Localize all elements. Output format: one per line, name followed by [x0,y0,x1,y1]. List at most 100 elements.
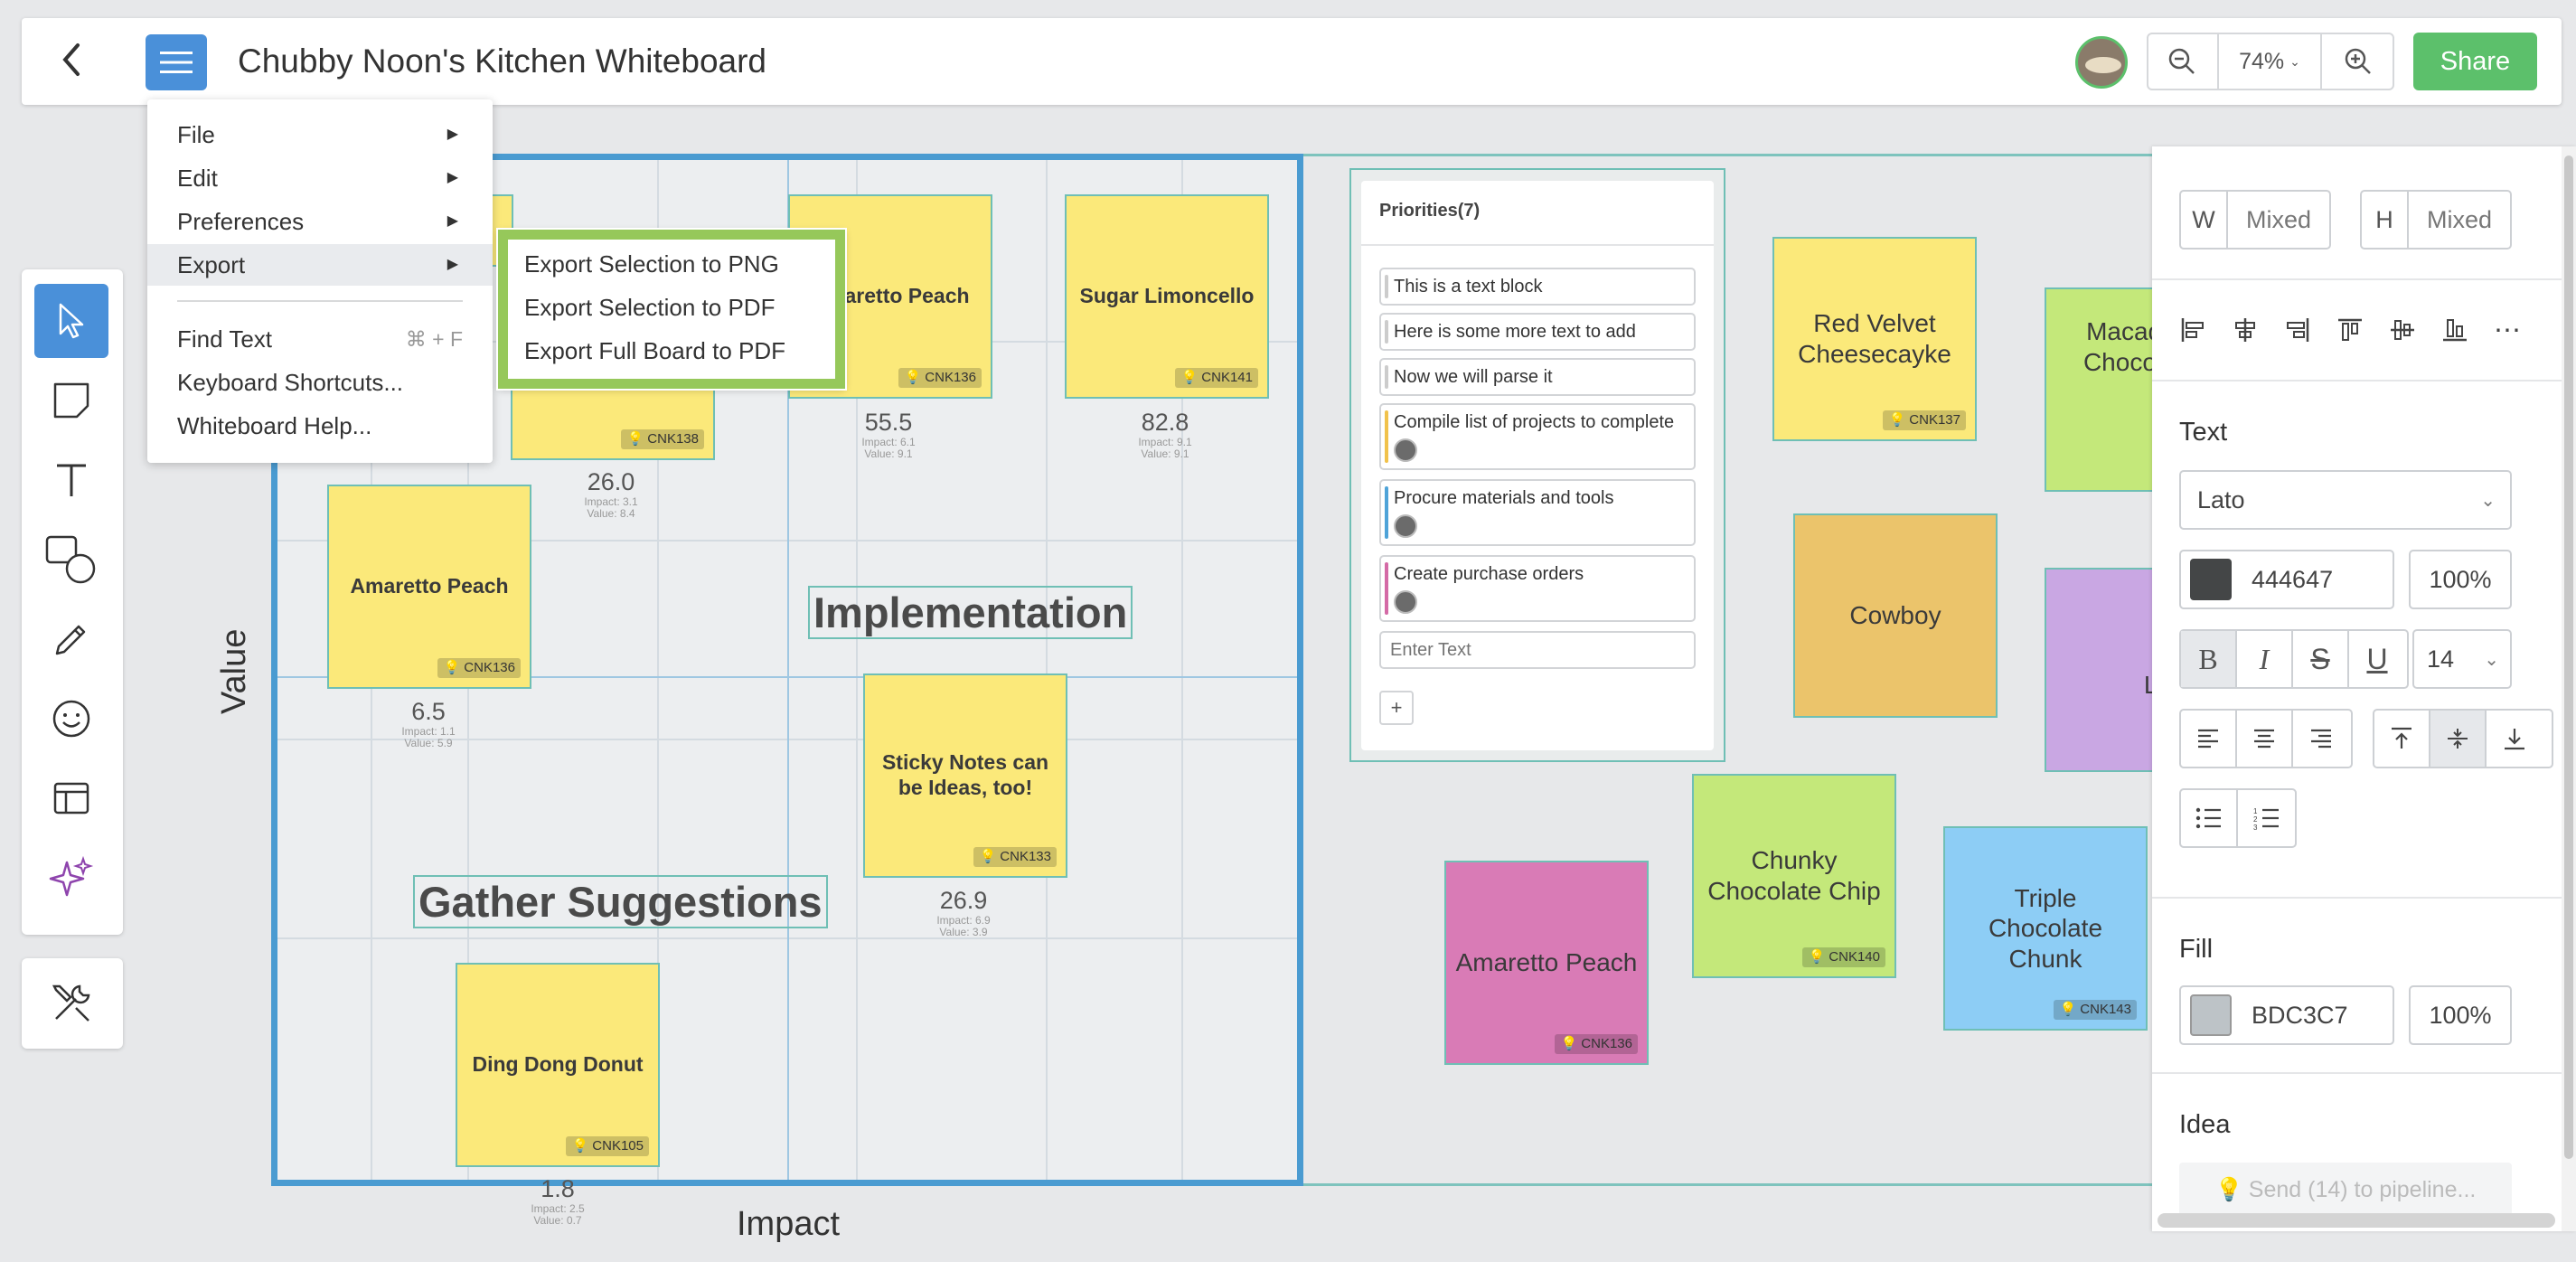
back-button[interactable] [56,40,89,80]
font-family-dropdown[interactable]: Lato ⌄ [2179,470,2512,530]
export-selection-png[interactable]: Export Selection to PNG [524,250,779,278]
text-align-right-button[interactable] [2293,711,2349,767]
sticky-note[interactable]: Chunky Chocolate Chip 💡 CNK140 [1692,774,1896,978]
template-tool[interactable] [34,761,108,835]
text-align-left-button[interactable] [2181,711,2237,767]
align-left-button[interactable] [2172,309,2214,351]
menu-item-whiteboard-help[interactable]: Whiteboard Help... [147,405,493,447]
bulleted-list-button[interactable] [2181,790,2239,846]
list-item[interactable]: Now we will parse it [1379,358,1696,396]
export-full-board-pdf[interactable]: Export Full Board to PDF [524,337,785,364]
sticky-note[interactable]: Sugar Limoncello 💡 CNK141 [1065,194,1269,399]
zoom-in-button[interactable] [2322,33,2394,90]
menu-item-export[interactable]: Export▶ [147,244,493,286]
assignee-avatar[interactable] [1394,590,1417,614]
emoji-tool[interactable] [34,682,108,756]
align-top-button[interactable] [2329,309,2371,351]
sticky-note[interactable]: Red Velvet Cheesecayke 💡 CNK137 [1772,237,1977,441]
sticky-text: Sugar Limoncello [1079,284,1255,308]
bold-button[interactable]: B [2181,631,2237,687]
menu-item-file[interactable]: File▶ [147,114,493,155]
sticky-note[interactable]: Ding Dong Donut 💡 CNK105 [456,963,660,1167]
italic-button[interactable]: I [2237,631,2293,687]
send-to-pipeline-button[interactable]: 💡Send (14) to pipeline... [2179,1163,2512,1217]
menu-item-keyboard-shortcuts[interactable]: Keyboard Shortcuts... [147,362,493,403]
align-middle-button[interactable] [2382,309,2423,351]
hamburger-icon [160,52,193,73]
sticky-note[interactable]: Amaretto Peach 💡 CNK136 [1444,861,1649,1065]
height-field[interactable]: H Mixed [2360,190,2512,250]
align-right-button[interactable] [2277,309,2318,351]
text-opacity-field[interactable]: 100% [2409,550,2512,609]
fill-color-field[interactable]: BDC3C7 [2179,985,2394,1045]
horizontal-scrollbar[interactable] [2158,1213,2555,1228]
fill-color-swatch[interactable] [2190,994,2232,1036]
strikethrough-button[interactable]: S [2293,631,2349,687]
svg-text:2: 2 [2253,815,2258,824]
list-item[interactable]: Procure materials and tools [1379,479,1696,546]
assignee-avatar[interactable] [1394,514,1417,538]
user-avatar[interactable] [2075,36,2128,89]
bullet-list-icon [2195,807,2221,829]
select-tool[interactable] [34,284,108,358]
impact-value: Impact: 6.1 [861,436,916,448]
assignee-avatar[interactable] [1394,438,1417,462]
underline-button[interactable]: U [2366,642,2388,675]
vertical-align-group [2373,709,2553,768]
sticky-note[interactable]: Triple Chocolate Chunk 💡 CNK143 [1943,826,2148,1031]
menu-item-find-text[interactable]: Find Text⌘ + F [147,318,493,360]
list-item[interactable]: Compile list of projects to complete [1379,403,1696,470]
score-readout: 1.8 Impact: 2.5 Value: 0.7 [485,1175,630,1227]
width-field[interactable]: W Mixed [2179,190,2331,250]
share-button[interactable]: Share [2413,33,2537,90]
scrollbar-thumb[interactable] [2564,155,2573,1159]
menu-item-preferences[interactable]: Preferences▶ [147,201,493,242]
pen-tool[interactable] [34,602,108,676]
more-options-button[interactable]: ⋯ [2487,309,2528,351]
text-color-swatch[interactable] [2190,559,2232,600]
value-value: Value: 3.9 [939,926,988,939]
list-item[interactable]: Create purchase orders [1379,555,1696,622]
settings-tools-button[interactable] [34,966,108,1041]
item-color-bar [1385,275,1388,298]
sticky-note-tool[interactable] [34,363,108,438]
sticky-note[interactable]: 💡 CNK138 [511,384,715,460]
align-center-button[interactable] [2224,309,2266,351]
score-value: 82.8 [1141,409,1189,436]
main-menu-button[interactable] [146,34,207,90]
tag-id: CNK136 [925,370,976,385]
align-bottom-button[interactable] [2434,309,2476,351]
tag-id: CNK140 [1829,949,1880,965]
quadrant-label-implementation[interactable]: Implementation [808,586,1133,639]
add-item-button[interactable]: + [1379,691,1414,725]
list-item[interactable]: This is a text block [1379,268,1696,306]
export-selection-pdf[interactable]: Export Selection to PDF [524,294,776,321]
quadrant-label-gather[interactable]: Gather Suggestions [413,875,828,928]
zoom-level-dropdown[interactable]: 74%⌄ [2219,33,2322,90]
sticky-note[interactable]: Sticky Notes can be Ideas, too! 💡 CNK133 [863,673,1067,878]
sticky-note[interactable]: Amaretto Peach 💡 CNK136 [327,485,531,689]
priorities-list[interactable]: Priorities(7) This is a text block Here … [1361,181,1714,750]
valign-bottom-button[interactable] [2487,711,2543,767]
list-item[interactable]: Here is some more text to add [1379,313,1696,351]
valign-top-button[interactable] [2374,711,2430,767]
text-color-field[interactable]: 444647 [2179,550,2394,609]
font-size-dropdown[interactable]: 14 ⌄ [2412,629,2512,689]
text-align-center-button[interactable] [2237,711,2293,767]
menu-item-edit[interactable]: Edit▶ [147,157,493,199]
vertical-scrollbar[interactable] [2562,146,2576,1231]
list-item-text: This is a text block [1394,277,1543,297]
pipeline-label: Send (14) to pipeline... [2248,1176,2477,1202]
fill-opacity-field[interactable]: 100% [2409,985,2512,1045]
zoom-out-button[interactable] [2147,33,2219,90]
ai-tool[interactable] [34,841,108,915]
priority-text-input[interactable] [1379,631,1696,669]
main-menu: File▶ Edit▶ Preferences▶ Export▶ Find Te… [147,99,493,463]
sticky-note[interactable]: Cowboy [1793,513,1998,718]
shape-tool[interactable] [34,523,108,597]
valign-middle-button[interactable] [2430,711,2487,767]
text-tool[interactable] [34,443,108,517]
sparkles-icon [49,855,94,897]
board-title[interactable]: Chubby Noon's Kitchen Whiteboard [238,42,767,80]
